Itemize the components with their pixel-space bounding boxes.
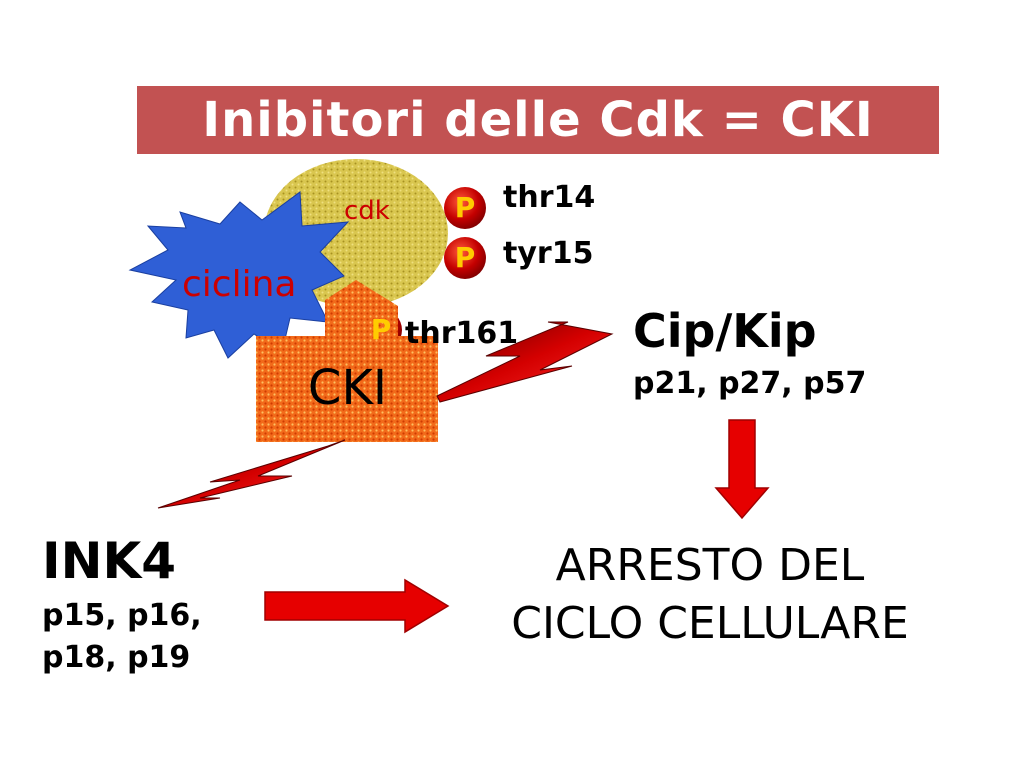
cell-cycle-arrest-line1: ARRESTO DEL [555,540,865,591]
site-thr161-label: thr161 [405,316,519,351]
ink4-family-label: INK4 [42,532,176,590]
cki-label: CKI [307,360,388,416]
phospho-tyr15-marker [444,237,486,279]
phospho-letter-thr161: P [370,313,392,346]
cyclin-shape [128,191,350,359]
cell-cycle-arrest-line2: CICLO CELLULARE [511,598,909,649]
phospho-thr14-marker [444,187,486,229]
site-thr14-label: thr14 [503,180,596,215]
ink4-inhibition-bolt [157,439,346,509]
ink4-to-arrest-arrow [264,578,450,634]
cki-shape [256,280,438,442]
title-bar [137,86,939,154]
cip-kip-family-label: Cip/Kip [633,304,817,358]
ink4-members-line2: p18, p19 [42,640,191,675]
ink4-members-line1: p15, p16, [42,598,202,633]
phospho-letter-tyr15: P [454,241,476,274]
cip-kip-members: p21, p27, p57 [633,366,867,401]
cdk-label: cdk [344,196,390,226]
slide-title: Inibitori delle Cdk = CKI [202,92,874,148]
cip-kip-inhibition-bolt [436,321,614,403]
phospho-letter-thr14: P [454,191,476,224]
site-tyr15-label: tyr15 [503,236,594,271]
cipkip-to-arrest-arrow [714,419,770,520]
cyclin-label: ciclina [182,264,297,305]
